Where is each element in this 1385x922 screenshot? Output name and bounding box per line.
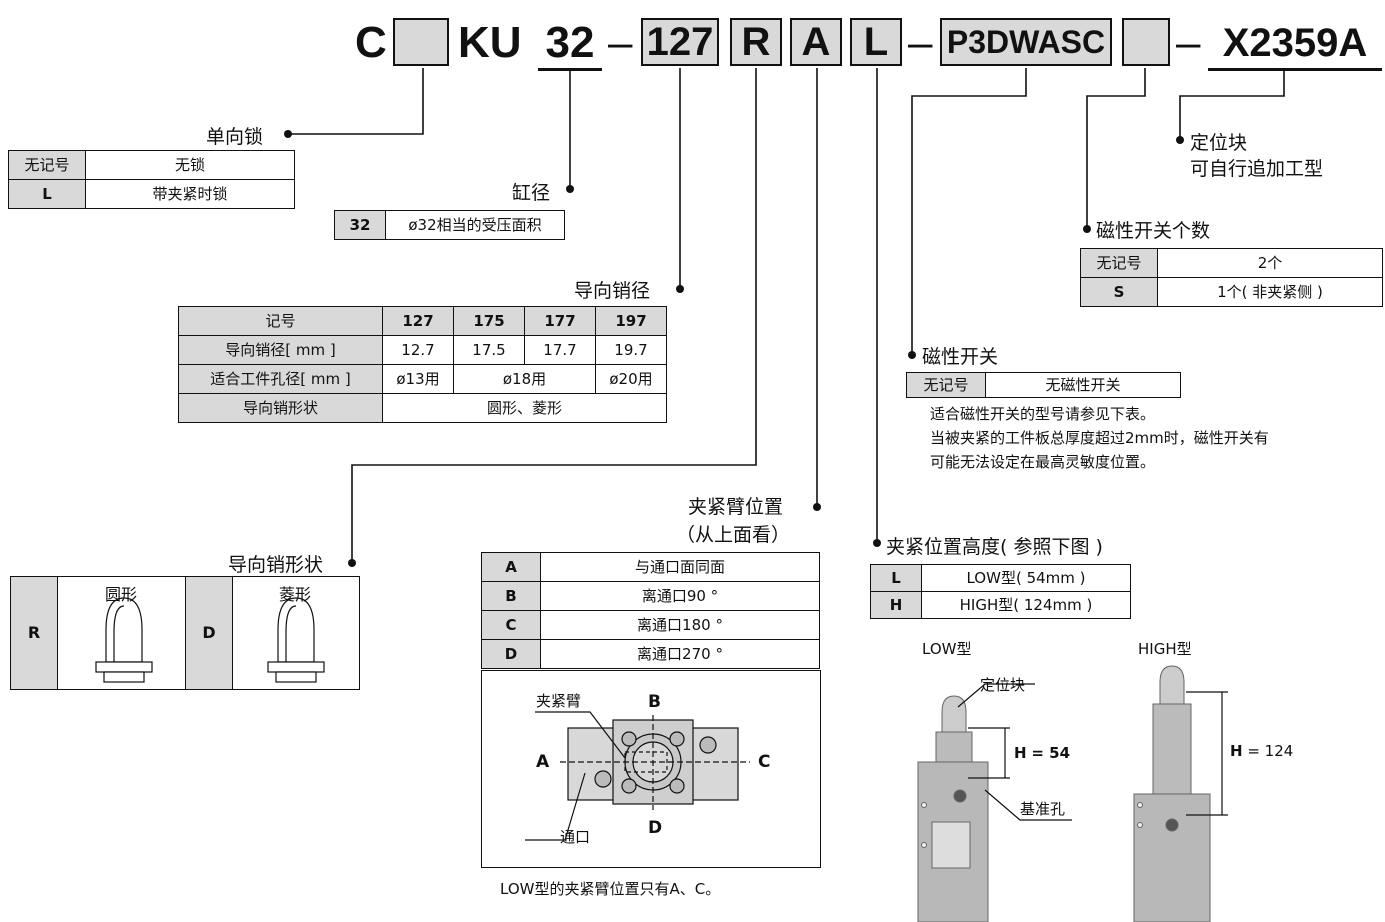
- pin-shape-title: 导向销形状: [228, 554, 324, 576]
- code-prefix: C: [355, 18, 387, 67]
- switch-table: 无记号无磁性开关: [906, 372, 1181, 398]
- bore-title: 缸径: [512, 182, 551, 204]
- clamp-height-title: 夹紧位置高度( 参照下图 ): [886, 536, 1103, 558]
- shape-code-box: R: [730, 18, 782, 66]
- pin-shape-d-code: D: [185, 577, 233, 689]
- pin-dia-table: 记号 127 175 177 197 导向销径[ mm ] 12.7 17.5 …: [178, 306, 667, 423]
- port-label: 通口: [560, 828, 591, 846]
- h124-label: H = 124: [1230, 742, 1294, 760]
- arm-code-box: A: [790, 18, 842, 66]
- special-code: X2359A: [1208, 18, 1382, 71]
- low-cylinder-drawing: [917, 695, 989, 922]
- pos-c: C: [758, 752, 771, 772]
- arm-diagram-frame: [481, 670, 821, 868]
- pin-shape-r-name: 圆形: [104, 585, 137, 604]
- pos-a: A: [536, 752, 550, 772]
- switch-count-box: [1122, 18, 1170, 66]
- switch-count-title: 磁性开关个数: [1096, 220, 1211, 242]
- switch-title: 磁性开关: [922, 346, 999, 368]
- low-type-label: LOW型: [922, 640, 972, 658]
- locator-sub: 可自行追加工型: [1190, 158, 1324, 180]
- code-dash: –: [608, 18, 633, 67]
- switch-code-box: P3DWASC: [940, 18, 1112, 66]
- arm-pos-subtitle: （从上面看）: [676, 524, 791, 546]
- switch-note: 适合磁性开关的型号请参见下表。 当被夹紧的工件板总厚度超过2mm时，磁性开关有 …: [930, 405, 1269, 471]
- arm-label: 夹紧臂: [536, 692, 582, 710]
- arm-pos-note: LOW型的夹紧臂位置只有A、C。: [500, 880, 721, 898]
- locator-block-label: 定位块: [980, 676, 1026, 694]
- ref-hole-label: 基准孔: [1020, 800, 1066, 818]
- lock-option-box: [393, 18, 449, 66]
- locator-title: 定位块: [1190, 132, 1248, 154]
- code-dash: –: [1176, 18, 1201, 67]
- height-code-box: L: [850, 18, 902, 66]
- arm-pos-title: 夹紧臂位置: [688, 496, 784, 518]
- pin-code-box: 127: [641, 18, 719, 66]
- pin-shape-table: R 圆形 D 菱形: [10, 576, 360, 690]
- lock-title: 单向锁: [206, 126, 264, 148]
- code-ku: KU: [458, 18, 522, 67]
- high-cylinder-drawing: [1133, 665, 1211, 922]
- bore-code: 32: [538, 18, 602, 71]
- pos-b: B: [648, 692, 661, 712]
- pin-dia-title: 导向销径: [574, 280, 651, 302]
- pin-shape-d-name: 菱形: [278, 585, 311, 604]
- code-dash: –: [908, 18, 933, 67]
- h54-label: H = 54: [1014, 744, 1071, 762]
- pos-d: D: [648, 818, 663, 838]
- pin-shape-r-code: R: [11, 577, 58, 689]
- high-type-label: HIGH型: [1138, 640, 1192, 658]
